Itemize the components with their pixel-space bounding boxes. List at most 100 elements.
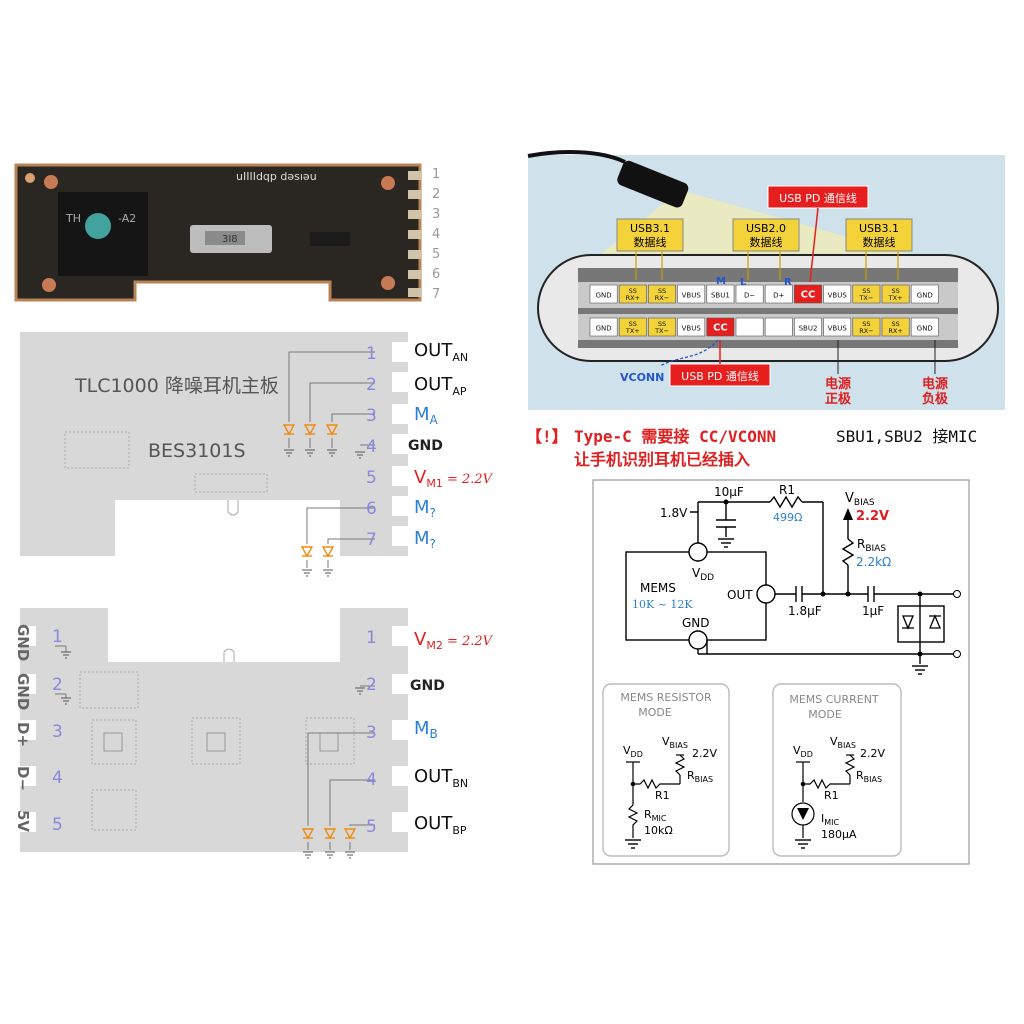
usb-bottom-pin-label-8: VBUS	[828, 325, 848, 333]
usb-top-pin-3	[677, 284, 706, 304]
svg-text:3: 3	[366, 723, 377, 743]
usb-bottom-pin-3	[677, 317, 706, 337]
svg-text:2.2V: 2.2V	[860, 747, 885, 760]
chip-marking-2: -A2	[118, 212, 136, 225]
svg-text:MEMS: MEMS	[640, 581, 676, 595]
usb-top-pin-7	[794, 284, 822, 304]
pin-m7: M?	[414, 528, 436, 551]
svg-text:4: 4	[52, 768, 63, 788]
svg-text:VDD: VDD	[692, 566, 714, 583]
svg-text:180µA: 180µA	[821, 828, 857, 841]
svg-text:6: 6	[366, 499, 377, 519]
svg-text:R: R	[784, 277, 792, 288]
bottom-board-outline	[14, 608, 412, 852]
pin-mb: MB	[414, 718, 438, 741]
svg-text:10kΩ: 10kΩ	[644, 824, 673, 837]
pin-m6: M?	[414, 497, 436, 520]
usb-top-pin-2	[648, 284, 676, 304]
usb-bottom-pin-4	[706, 317, 735, 337]
svg-text:1: 1	[52, 627, 63, 647]
svg-text:3: 3	[366, 406, 377, 426]
svg-text:2.2kΩ: 2.2kΩ	[856, 555, 891, 569]
note-bang: 【!】	[526, 427, 568, 446]
svg-text:RBIAS: RBIAS	[856, 769, 882, 784]
svg-text:GND: GND	[682, 616, 710, 630]
usb-top-pin-4	[706, 284, 735, 304]
svg-text:2.2V: 2.2V	[692, 747, 717, 760]
svg-text:1: 1	[366, 344, 377, 364]
svg-text:RBIAS: RBIAS	[687, 769, 713, 784]
svg-text:R1: R1	[779, 483, 795, 497]
svg-text:R1: R1	[824, 789, 839, 802]
svg-text:GND: GND	[14, 624, 32, 661]
svg-text:VDD: VDD	[623, 744, 643, 759]
svg-text:7: 7	[366, 530, 377, 550]
usb-top-pin-1	[618, 284, 647, 304]
bottom-right-numbers: 1 2 3 4 5	[366, 628, 377, 837]
svg-text:5: 5	[366, 817, 377, 837]
bottom-pin-labels: VM2 = 2.2V GND MB OUTBN OUTBP	[410, 629, 494, 837]
usb-bottom-pin-5	[735, 317, 764, 337]
pin-ma: MA	[414, 404, 439, 427]
svg-text:MEMS CURRENT: MEMS CURRENT	[789, 693, 879, 706]
top-pin-labels: OUTAN OUTAP MA GND VM1 = 2.2V M? M?	[408, 340, 494, 551]
svg-text:数据线: 数据线	[863, 235, 896, 249]
svg-text:1.8V: 1.8V	[660, 506, 688, 520]
svg-text:1: 1	[366, 628, 377, 648]
usb-top-pin-label-3: VBUS	[682, 292, 702, 300]
svg-text:D+: D+	[14, 722, 32, 747]
svg-text:USB3.1: USB3.1	[630, 222, 670, 235]
svg-text:2: 2	[366, 675, 377, 695]
usb-bottom-pin-label-0: GND	[596, 325, 612, 333]
usb-group-labels: USB3.1 数据线 USB2.0 数据线 USB3.1 数据线	[616, 218, 913, 280]
usb-top-pin-9	[852, 284, 881, 304]
svg-text:2: 2	[366, 375, 377, 395]
silkscreen-text: uIIIIdqp dǝsıǝu	[236, 170, 317, 183]
usb-bottom-pin-6	[764, 317, 793, 337]
svg-text:5: 5	[432, 247, 440, 262]
bottom-left-labels: GND GND D+ D− 5V	[14, 624, 32, 832]
usb-pd-labels: USB PD 通信线 USB PD 通信线 VCONN M L R 电源 正极 …	[620, 185, 949, 407]
svg-text:499Ω: 499Ω	[773, 511, 802, 524]
svg-text:L: L	[740, 277, 747, 288]
svg-text:RMIC: RMIC	[644, 808, 667, 823]
pin-vm2: VM2 = 2.2V	[414, 629, 494, 652]
svg-text:3: 3	[52, 722, 63, 742]
svg-text:VBIAS: VBIAS	[662, 735, 688, 750]
svg-text:正极: 正极	[825, 391, 852, 407]
chip-name: BES3101S	[148, 440, 246, 462]
usb-top-pin-0	[589, 284, 618, 304]
usb-bottom-pin-0	[589, 317, 618, 337]
svg-text:电源: 电源	[922, 376, 948, 392]
top-pin-numbers: 1 2 3 4 5 6 7	[366, 344, 377, 550]
svg-text:GND: GND	[14, 673, 32, 710]
usb-top-pin-label-6: D+	[773, 292, 784, 300]
note-line1b: SBU1,SBU2 接MIC	[836, 427, 977, 446]
usb-top-pin-label-7: CC	[801, 290, 816, 301]
svg-text:R1: R1	[655, 789, 670, 802]
svg-text:VBIAS: VBIAS	[845, 491, 875, 508]
pin-gnd: GND	[408, 438, 443, 454]
svg-text:RBIAS: RBIAS	[857, 537, 886, 554]
svg-text:OUT: OUT	[727, 588, 753, 602]
chip-marking: TH	[65, 212, 81, 225]
usb-top-pin-5	[735, 284, 764, 304]
photo-pin-numbers: 1 2 3 4 5 6 7	[432, 167, 440, 302]
pin-out-ap: OUTAP	[414, 374, 467, 398]
usb-bottom-pin-9	[852, 317, 881, 337]
pd-label-top: USB PD 通信线	[779, 191, 857, 205]
svg-text:10K ~ 12K: 10K ~ 12K	[632, 598, 693, 611]
pin-gnd-b: GND	[410, 678, 445, 694]
svg-text:5V: 5V	[14, 810, 32, 832]
svg-text:MODE: MODE	[638, 706, 672, 719]
usb-bottom-pin-label-7: SBU2	[799, 325, 818, 333]
usb-top-pin-label-5: D−	[744, 292, 755, 300]
svg-text:USB3.1: USB3.1	[859, 222, 899, 235]
